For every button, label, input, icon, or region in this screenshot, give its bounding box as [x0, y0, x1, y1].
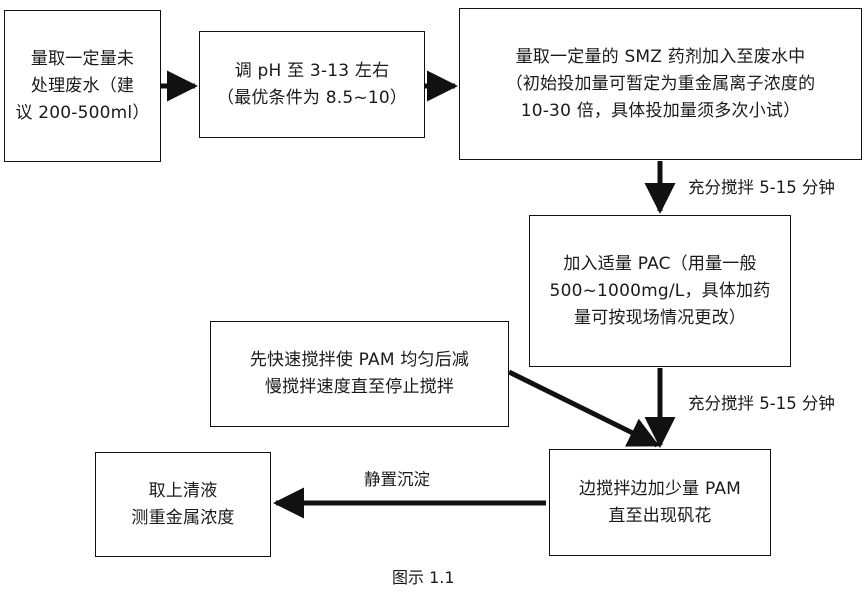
node-measure-untreated-wastewater[interactable]: 量取一定量未 处理废水（建 议 200-500ml）: [4, 10, 161, 162]
node-line: 10-30 倍，具体投加量须多次小试）: [520, 100, 801, 121]
node-line: 取上清液: [148, 480, 218, 501]
node-line: 慢搅拌速度直至停止搅拌: [264, 377, 455, 397]
edge-label-pam-to-sample: 静置沉淀: [364, 470, 430, 489]
node-line: 量取一定量未: [30, 48, 135, 69]
node-line: 处理废水（建: [30, 75, 135, 96]
node-line: 500~1000mg/L，具体加药: [549, 280, 771, 301]
node-adjust-ph[interactable]: 调 pH 至 3-13 左右 （最优条件为 8.5~10）: [199, 31, 425, 138]
node-add-smz-reagent[interactable]: 量取一定量的 SMZ 药剂加入至废水中 （初始投加量可暂定为重金属离子浓度的 1…: [459, 8, 862, 160]
node-line: （初始投加量可暂定为重金属离子浓度的: [505, 73, 816, 94]
node-line: 直至出现矾花: [608, 505, 712, 526]
figure-caption: 图示 1.1: [392, 568, 455, 587]
node-line: （最优条件为 8.5~10）: [216, 87, 408, 108]
node-line: 先快速搅拌使 PAM 均匀后减: [249, 350, 470, 370]
node-take-supernatant[interactable]: 取上清液 测重金属浓度: [95, 452, 271, 557]
node-line: 边搅拌边加少量 PAM: [578, 478, 742, 499]
edge-label-smz-to-pac: 充分搅拌 5-15 分钟: [688, 178, 835, 197]
edge-label-pac-to-pam: 充分搅拌 5-15 分钟: [688, 394, 835, 413]
node-line: 量取一定量的 SMZ 药剂加入至废水中: [515, 46, 806, 67]
node-add-pac[interactable]: 加入适量 PAC（用量一般 500~1000mg/L，具体加药 量可按现场情况更…: [529, 215, 791, 367]
arrow-stir-to-pam: [507, 369, 660, 448]
node-line: 量可按现场情况更改）: [574, 307, 746, 328]
node-line: 调 pH 至 3-13 左右: [234, 60, 390, 81]
node-line: 测重金属浓度: [131, 507, 235, 528]
node-add-pam[interactable]: 边搅拌边加少量 PAM 直至出现矾花: [549, 449, 771, 556]
node-line: 议 200-500ml）: [15, 102, 150, 123]
node-line: 加入适量 PAC（用量一般: [563, 253, 757, 274]
node-stirring-instruction[interactable]: 先快速搅拌使 PAM 均匀后减 慢搅拌速度直至停止搅拌: [210, 321, 509, 427]
